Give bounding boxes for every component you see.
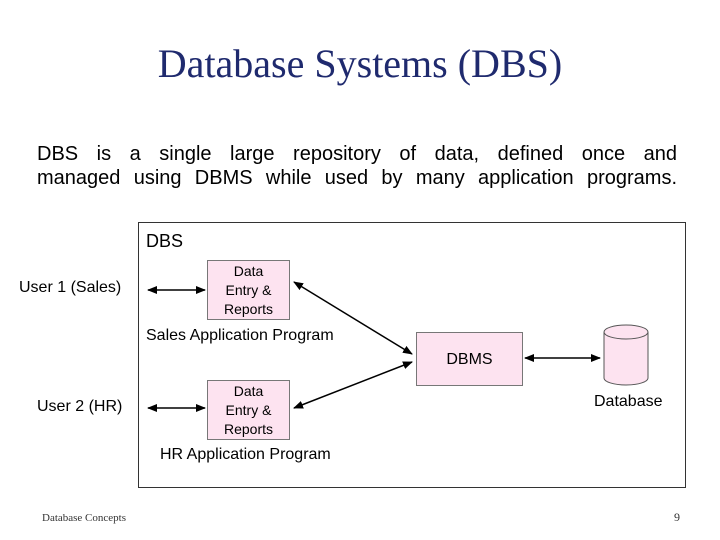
dbs-label: DBS — [146, 231, 184, 251]
arrow-box2-dbms — [293, 361, 413, 409]
footer-label: Database Concepts — [42, 512, 126, 524]
box-2-line-2: Entry & — [225, 402, 272, 418]
database-label: Database — [594, 393, 663, 410]
hr-program-label: HR Application Program — [160, 446, 331, 463]
box-1-line-2: Entry & — [225, 282, 272, 298]
database-cylinder-icon — [603, 324, 649, 386]
dbs-container — [138, 222, 686, 488]
sales-data-entry-box: Data Entry & Reports — [207, 260, 290, 320]
slide-title: Database Systems (DBS) — [157, 41, 563, 86]
arrow-box1-dbms — [293, 281, 413, 355]
dbms-label: DBMS — [446, 351, 493, 368]
box-2-line-3: Reports — [223, 421, 274, 437]
page-number: 9 — [674, 510, 680, 524]
description-line-2: managed using DBMS while used by many ap… — [37, 167, 677, 189]
hr-data-entry-box: Data Entry & Reports — [207, 380, 290, 440]
box-1-line-1: Data — [233, 263, 264, 279]
dbms-box: DBMS — [416, 332, 523, 386]
user-2-label: User 2 (HR) — [37, 398, 123, 415]
box-2-line-1: Data — [233, 383, 264, 399]
description-line-1: DBS is a single large repository of data… — [37, 143, 677, 165]
sales-program-label: Sales Application Program — [146, 327, 334, 344]
user-1-label: User 1 (Sales) — [19, 279, 122, 296]
box-1-line-3: Reports — [223, 301, 274, 317]
description: DBS is a single large repository of data… — [37, 142, 677, 190]
